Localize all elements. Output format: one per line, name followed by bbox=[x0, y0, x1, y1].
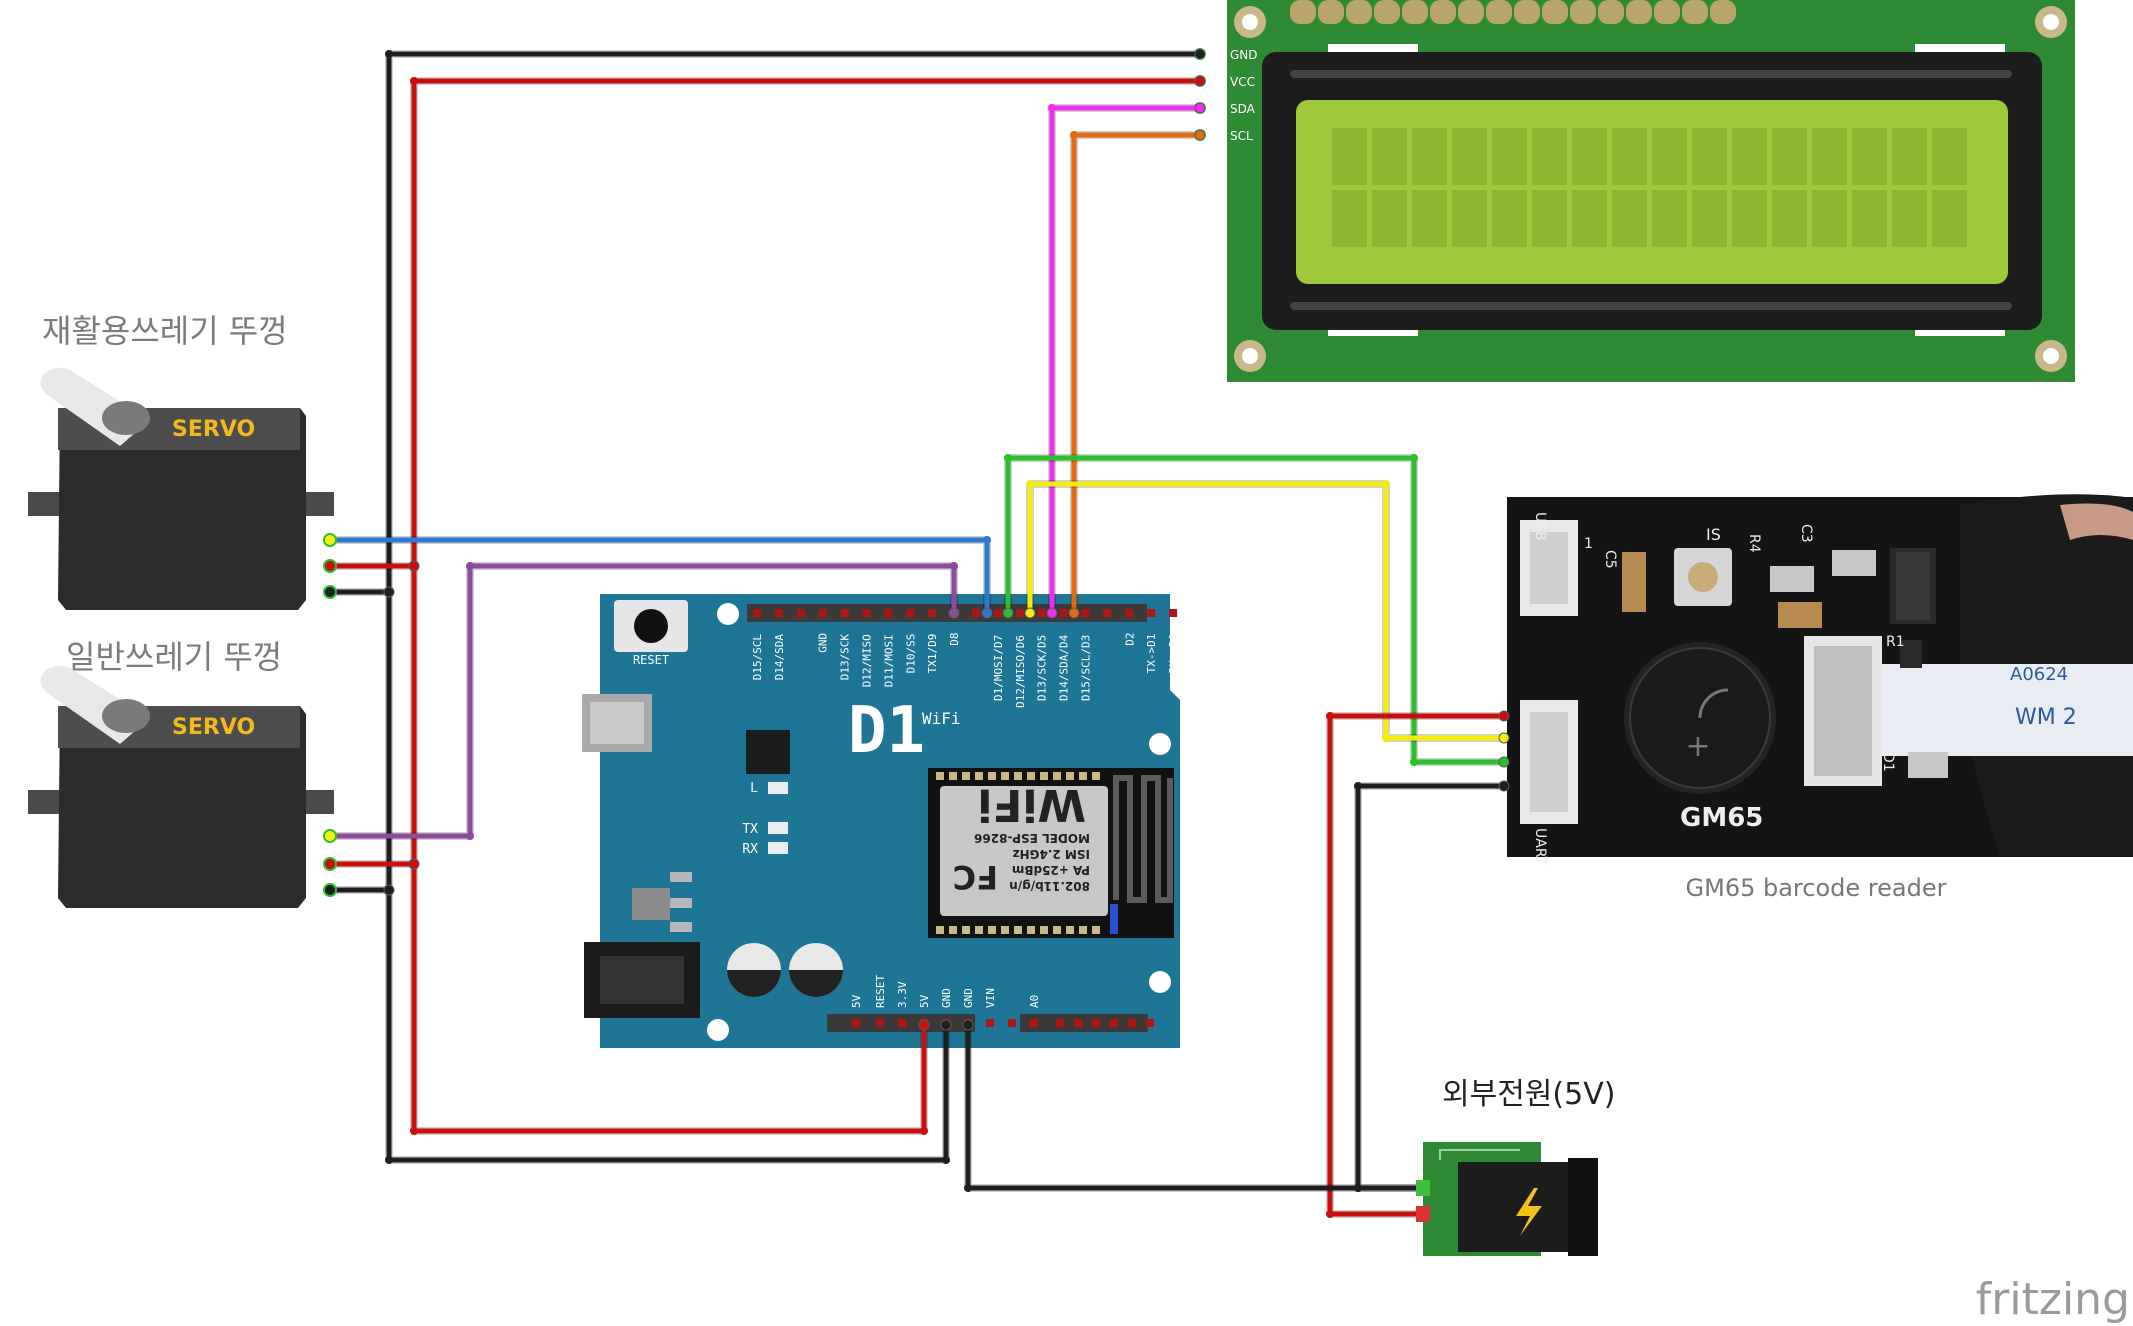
servo-recycle-brand: SERVO bbox=[172, 417, 255, 442]
servo-recycle-title: 재활용쓰레기 뚜껑 bbox=[42, 312, 288, 350]
servo-recycle-body bbox=[58, 408, 306, 610]
top-pin-label: D1/MOSI/D7 bbox=[992, 635, 1005, 701]
esp-model: MODEL ESP-8266 bbox=[974, 831, 1090, 845]
wemos-d1-board: RESET L TX RX D1 WiFi 802.11b/g/n PA +25… bbox=[582, 594, 1180, 1048]
top-pin-label: D15/SCL/D3 bbox=[1080, 635, 1093, 701]
bottom-pin-label: GND bbox=[940, 988, 953, 1008]
top-header-pins: D15/SCL D14/SDA GND D13/SCK D12/MISO D11/MOSI… bbox=[751, 609, 1180, 708]
gm65-silk-model: GM65 bbox=[1680, 803, 1763, 833]
board-led-rx-label: RX bbox=[742, 842, 758, 857]
top-pin-label: D14/SDA bbox=[773, 634, 786, 681]
servo-general-brand: SERVO bbox=[172, 715, 255, 740]
bottom-pin-label: 5V bbox=[850, 994, 863, 1008]
wire bbox=[1071, 132, 1200, 613]
bottom-pin-label: 3.3V bbox=[896, 981, 909, 1008]
gm65-silk-is: IS bbox=[1706, 525, 1721, 544]
fritzing-watermark: fritzing bbox=[1976, 1274, 2130, 1325]
top-pin-label: D2 bbox=[1123, 633, 1136, 646]
top-pin-label: GND bbox=[817, 633, 830, 653]
bottom-pin-label: RESET bbox=[874, 975, 887, 1008]
board-reset-label: RESET bbox=[633, 653, 669, 667]
wires bbox=[323, 48, 1510, 1222]
esp8266-shield bbox=[940, 786, 1108, 916]
servo-recycle-shaft bbox=[102, 401, 150, 435]
lcd-pin-label: VCC bbox=[1230, 75, 1255, 89]
lcd-pin-label: SCL bbox=[1230, 129, 1253, 143]
gm65-silk-uart: UART bbox=[1532, 828, 1548, 866]
esp-fc-mark: FC bbox=[953, 858, 998, 896]
barcode-reader-caption: GM65 barcode reader bbox=[1686, 874, 1947, 902]
lcd-character-cells bbox=[1332, 128, 1967, 247]
esp-spec-2: PA +25dBm bbox=[1012, 863, 1090, 877]
top-pin-label: TX->D1 bbox=[1145, 634, 1158, 674]
esp-spec-3: 802.11b/g/n bbox=[1009, 879, 1090, 893]
esp8266-antenna bbox=[1113, 775, 1173, 903]
board-wifi-text: WiFi bbox=[922, 709, 961, 728]
bottom-pin-label: A0 bbox=[1028, 995, 1041, 1008]
servo-recycle: 재활용쓰레기 뚜껑 SERVO bbox=[28, 312, 334, 610]
wire bbox=[965, 1025, 1422, 1191]
gm65-silk-c3: C3 bbox=[1798, 524, 1814, 543]
svg-text:+: + bbox=[1685, 729, 1710, 764]
servo-general: 일반쓰레기 뚜껑 SERVO bbox=[28, 638, 334, 908]
top-pin-label: D14/SDA/D4 bbox=[1058, 634, 1071, 701]
board-led-l-label: L bbox=[750, 781, 758, 796]
top-pin-label: D13/SCK/D5 bbox=[1036, 635, 1049, 701]
bottom-pin-label: 5V bbox=[918, 994, 931, 1008]
gm65-ribbon-text-2: WM 2 bbox=[2015, 705, 2077, 730]
servo-general-body bbox=[58, 706, 306, 908]
top-pin-label: RX<-D0 bbox=[1167, 634, 1180, 674]
external-power-title: 외부전원(5V) bbox=[1442, 1077, 1615, 1112]
power-jack-body bbox=[1458, 1162, 1578, 1252]
top-pin-label: D15/SCL bbox=[751, 634, 764, 681]
board-regulator bbox=[632, 888, 670, 920]
gm65-ribbon-text-1: A0624 bbox=[2010, 664, 2068, 685]
bottom-header-analog bbox=[1020, 1014, 1148, 1032]
top-header bbox=[747, 604, 1147, 622]
gm65-silk-d1: D1 bbox=[1880, 752, 1896, 772]
esp8266-shield-markings: 802.11b/g/n PA +25dBm ISM 2.4GHz MODEL E… bbox=[953, 779, 1090, 896]
esp-wifi-logo: WiFi bbox=[977, 779, 1086, 830]
lcd-module: GND VCC SDA SCL bbox=[1194, 0, 2075, 382]
wire bbox=[1327, 713, 1504, 1217]
gm65-silk-r4: R4 bbox=[1746, 534, 1762, 553]
gm65-silk-r1: R1 bbox=[1886, 634, 1905, 650]
power-bolt-icon bbox=[1516, 1188, 1542, 1236]
top-pin-label: TX1/D9 bbox=[926, 634, 939, 674]
top-pin-label: D11/MOSI bbox=[882, 634, 895, 687]
servo-general-shaft bbox=[102, 699, 150, 733]
board-logo: D1 bbox=[848, 694, 925, 768]
top-pin-label: D12/MISO bbox=[861, 634, 874, 687]
gm65-barcode-reader: A0624 WM 2 USB UART 1 IS R4 C3 C5 + GM65… bbox=[1507, 494, 2133, 902]
gm65-ribbon-cable bbox=[1880, 664, 2133, 756]
bottom-pin-label: VIN bbox=[984, 988, 997, 1008]
esp8266-pads bbox=[936, 772, 1100, 934]
top-pin-label: D8 bbox=[948, 633, 961, 646]
board-chip bbox=[746, 730, 790, 774]
board-led-tx-label: TX bbox=[742, 822, 758, 837]
top-pin-label: D10/SS bbox=[904, 634, 917, 674]
gm65-silk-usb: USB bbox=[1532, 512, 1548, 541]
wire bbox=[1355, 783, 1504, 1191]
bottom-pin-label: GND bbox=[962, 988, 975, 1008]
lcd-mount-holes bbox=[1234, 6, 2067, 372]
top-pin-label: D12/MISO/D6 bbox=[1014, 635, 1027, 708]
top-pin-label: D13/SCK bbox=[839, 634, 852, 681]
esp-spec-1: ISM 2.4GHz bbox=[1013, 847, 1090, 861]
gm65-silk-c5: C5 bbox=[1602, 550, 1618, 569]
servo-general-title: 일반쓰레기 뚜껑 bbox=[66, 638, 282, 676]
gm65-silk-pin1: 1 bbox=[1584, 536, 1593, 552]
lcd-pin-label: SDA bbox=[1230, 102, 1256, 116]
external-power-jack: 외부전원(5V) bbox=[1423, 1077, 1615, 1256]
lcd-header-pads bbox=[1290, 0, 1736, 24]
lcd-pin-label: GND bbox=[1230, 48, 1258, 62]
